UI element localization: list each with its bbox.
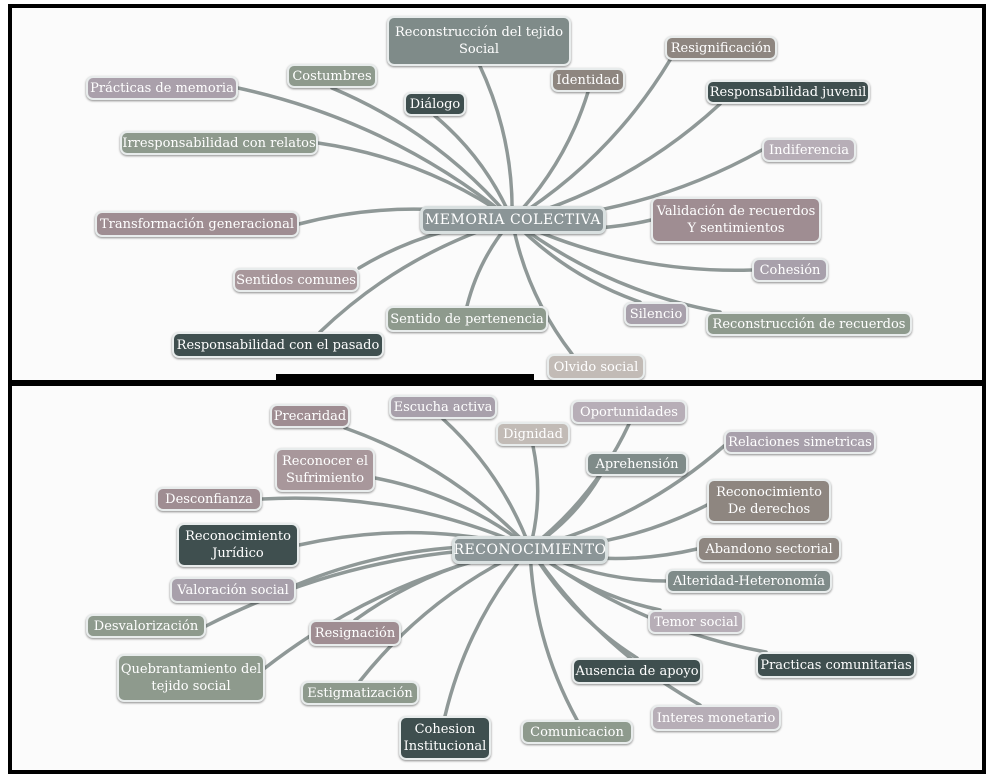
node-label-line: Irresponsabilidad con relatos bbox=[122, 135, 316, 151]
node-label-line: Reconstrucción de recuerdos bbox=[712, 316, 906, 332]
node-oportunidades[interactable]: Oportunidades bbox=[571, 400, 687, 424]
node-label-line: Precaridad bbox=[273, 408, 347, 424]
node-identidad[interactable]: Identidad bbox=[551, 68, 625, 92]
node-reconocer-sufrimiento[interactable]: Reconocer el Sufrimiento bbox=[275, 448, 375, 492]
node-comunicacion[interactable]: Comunicacion bbox=[521, 720, 633, 744]
node-label-line: De derechos bbox=[727, 502, 811, 517]
node-label-line: Sentido de pertenencia bbox=[390, 311, 544, 327]
node-label-line: Reconstrucción del tejido bbox=[394, 25, 564, 40]
node-label-line: Responsabilidad con el pasado bbox=[176, 337, 380, 353]
node-desconfianza[interactable]: Desconfianza bbox=[156, 487, 262, 511]
node-relaciones-simetricas[interactable]: Relaciones simetricas bbox=[724, 430, 876, 454]
node-label-line: Valoración social bbox=[177, 582, 289, 598]
node-interes-monetario[interactable]: Interes monetario bbox=[651, 705, 781, 731]
node-transformacion-generacional[interactable]: Transformación generacional bbox=[95, 211, 299, 237]
node-practicas-comunitarias[interactable]: Practicas comunitarias bbox=[756, 652, 916, 678]
node-label-line: Silencio bbox=[629, 306, 683, 322]
node-label-line: Estigmatización bbox=[307, 685, 413, 701]
node-label-line: Social bbox=[458, 42, 500, 57]
node-label-line: Comunicacion bbox=[530, 724, 624, 740]
node-label-line: Relaciones simetricas bbox=[728, 434, 872, 450]
node-label-line: Indiferencia bbox=[769, 142, 849, 158]
node-costumbres[interactable]: Costumbres bbox=[287, 64, 377, 88]
node-label-line: Quebrantamiento del bbox=[120, 662, 262, 677]
node-label-line: Identidad bbox=[556, 72, 620, 88]
node-label-line: Prácticas de memoria bbox=[90, 80, 234, 96]
node-practicas-memoria[interactable]: Prácticas de memoria bbox=[86, 76, 238, 100]
node-label-line: Sentidos comunes bbox=[236, 272, 356, 288]
node-label-line: Abandono sectorial bbox=[705, 541, 833, 557]
node-label-line: Desconfianza bbox=[165, 491, 253, 507]
node-label-line: Y sentimientos bbox=[687, 221, 785, 236]
node-aprehension[interactable]: Aprehensión bbox=[586, 452, 688, 476]
node-label-line: Costumbres bbox=[292, 68, 372, 84]
node-label-line: Resignación bbox=[314, 625, 396, 641]
node-sentidos-comunes[interactable]: Sentidos comunes bbox=[233, 268, 359, 292]
node-label-line: Validación de recuerdos bbox=[656, 204, 816, 219]
node-reconocimiento-derechos[interactable]: Reconocimiento De derechos bbox=[707, 479, 831, 523]
node-valoracion-social[interactable]: Valoración social bbox=[170, 577, 296, 603]
node-silencio[interactable]: Silencio bbox=[624, 302, 688, 326]
node-reconstruccion-recuerdos[interactable]: Reconstrucción de recuerdos bbox=[706, 312, 912, 336]
node-label-line: Reconocer el bbox=[282, 454, 368, 469]
node-sentido-pertenencia[interactable]: Sentido de pertenencia bbox=[386, 306, 548, 332]
node-quebrantamiento[interactable]: Quebrantamiento del tejido social bbox=[117, 654, 265, 702]
node-label-line: Alteridad-Heteronomía bbox=[672, 573, 826, 589]
center-node-reconocimiento[interactable]: RECONOCIMIENTO bbox=[452, 536, 608, 564]
node-estigmatizacion[interactable]: Estigmatización bbox=[301, 681, 419, 705]
node-dignidad[interactable]: Dignidad bbox=[496, 422, 570, 446]
node-label-line: Jurídico bbox=[212, 546, 264, 561]
node-validacion-recuerdos[interactable]: Validación de recuerdos Y sentimientos bbox=[651, 197, 821, 243]
node-cohesion[interactable]: Cohesión bbox=[752, 258, 828, 282]
node-indiferencia[interactable]: Indiferencia bbox=[762, 138, 856, 162]
node-label-line: Institucional bbox=[403, 739, 487, 754]
node-escucha-activa[interactable]: Escucha activa bbox=[389, 395, 497, 419]
node-olvido-social[interactable]: Olvido social bbox=[547, 354, 645, 380]
node-label-line: Temor social bbox=[654, 614, 738, 630]
node-label-line: Resignificación bbox=[670, 40, 772, 56]
node-temor-social[interactable]: Temor social bbox=[648, 610, 744, 634]
node-label-line: Sufrimiento bbox=[285, 471, 365, 486]
node-label-line: Ausencia de apoyo bbox=[575, 663, 699, 679]
node-desvalorizacion[interactable]: Desvalorización bbox=[86, 614, 206, 638]
node-dialogo[interactable]: Diálogo bbox=[404, 92, 466, 116]
node-label-line: Cohesion bbox=[414, 722, 476, 737]
node-label-line: Aprehensión bbox=[595, 456, 679, 472]
node-resignificacion[interactable]: Resignificación bbox=[665, 36, 777, 60]
node-precaridad[interactable]: Precaridad bbox=[270, 404, 350, 428]
node-label-line: Reconocimiento bbox=[185, 529, 291, 544]
center-node-memoria-colectiva[interactable]: MEMORIA COLECTIVA bbox=[420, 206, 606, 234]
node-label-line: Desvalorización bbox=[93, 618, 199, 634]
node-irresponsabilidad-relatos[interactable]: Irresponsabilidad con relatos bbox=[120, 131, 318, 155]
node-label-line: Reconocimiento bbox=[716, 485, 822, 500]
node-responsabilidad-juvenil[interactable]: Responsabilidad juvenil bbox=[706, 80, 870, 104]
node-label-line: tejido social bbox=[151, 679, 231, 694]
center-node-label: RECONOCIMIENTO bbox=[453, 541, 607, 558]
node-label-line: Interes monetario bbox=[656, 710, 776, 726]
node-label-line: Oportunidades bbox=[580, 404, 678, 420]
node-label-line: Diálogo bbox=[409, 96, 461, 112]
node-label-line: Responsabilidad juvenil bbox=[709, 84, 867, 100]
node-abandono-sectorial[interactable]: Abandono sectorial bbox=[697, 536, 841, 562]
node-responsabilidad-pasado[interactable]: Responsabilidad con el pasado bbox=[172, 332, 384, 358]
node-label-line: Transformación generacional bbox=[100, 216, 294, 232]
node-label-line: Olvido social bbox=[553, 359, 639, 375]
node-label-line: Dignidad bbox=[503, 426, 563, 442]
node-resignacion[interactable]: Resignación bbox=[309, 620, 401, 646]
panel-separator-bar bbox=[276, 374, 534, 381]
node-ausencia-apoyo[interactable]: Ausencia de apoyo bbox=[572, 658, 702, 684]
center-node-label: MEMORIA COLECTIVA bbox=[424, 211, 602, 228]
node-label-line: Cohesión bbox=[759, 262, 821, 278]
node-label-line: Practicas comunitarias bbox=[760, 657, 912, 673]
node-label-line: Escucha activa bbox=[393, 399, 493, 415]
node-alteridad-heteronomia[interactable]: Alteridad-Heteronomía bbox=[666, 569, 832, 593]
